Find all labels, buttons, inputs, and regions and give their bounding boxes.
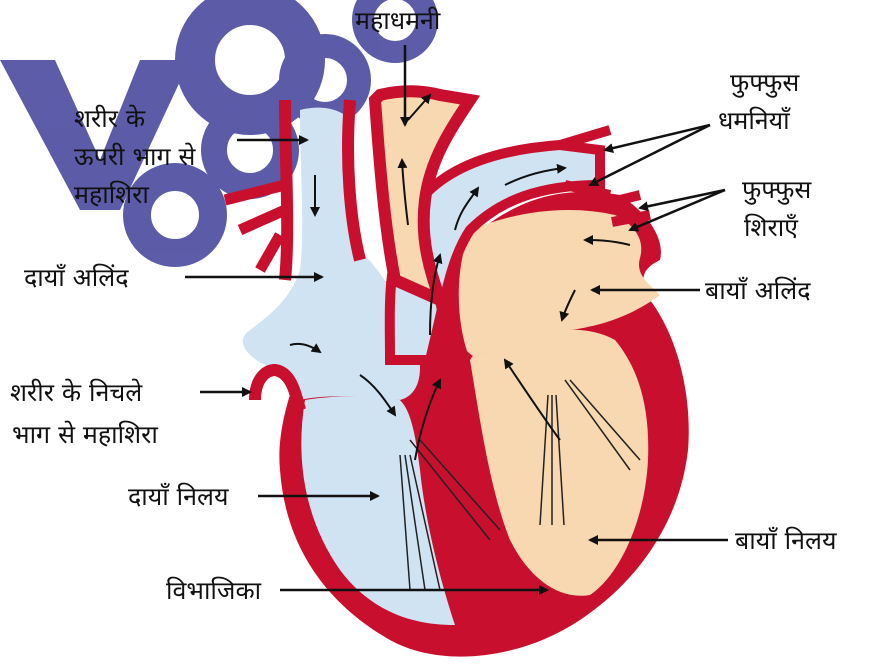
label-right-ventricle: दायाँ निलय (128, 480, 228, 513)
label-pulmonary-veins-line1: फुफ्फुस (742, 173, 811, 206)
pulmonary-vein (612, 215, 650, 222)
label-pulmonary-arteries-line2: धमनियाँ (718, 104, 790, 137)
label-left-ventricle: बायाँ निलय (735, 524, 836, 557)
vein-branch (240, 210, 285, 230)
label-pulmonary-arteries-line1: फुफ्फुस (730, 66, 799, 99)
superior-vena-cava-wall (348, 100, 360, 260)
pulmonary-artery-branch (560, 130, 610, 145)
label-aorta: महाधमनी (355, 4, 440, 37)
pointer-pulmonary-artery-1 (605, 125, 710, 150)
label-inferior-vena-cava-line2: भाग से महाशिरा (12, 418, 158, 451)
pointer-pulmonary-vein-2 (630, 190, 725, 230)
label-right-atrium: दायाँ अलिंद (24, 261, 128, 294)
label-left-atrium: बायाँ अलिंद (705, 274, 810, 307)
inferior-vena-cava (255, 370, 300, 410)
vein-branch (260, 235, 280, 270)
watermark (0, 0, 427, 253)
pointer-pulmonary-vein-1 (640, 190, 725, 208)
label-septum: विभाजिका (166, 574, 261, 607)
watermark-digit (214, 114, 286, 186)
label-superior-vena-cava-line1: शरीर के (74, 102, 145, 135)
label-inferior-vena-cava-line1: शरीर के निचले (10, 376, 142, 409)
label-pulmonary-veins-line2: शिराएँ (744, 211, 798, 244)
label-superior-vena-cava-line2: ऊपरी भाग से (74, 140, 195, 173)
label-superior-vena-cava-line3: महाशिरा (74, 178, 149, 211)
